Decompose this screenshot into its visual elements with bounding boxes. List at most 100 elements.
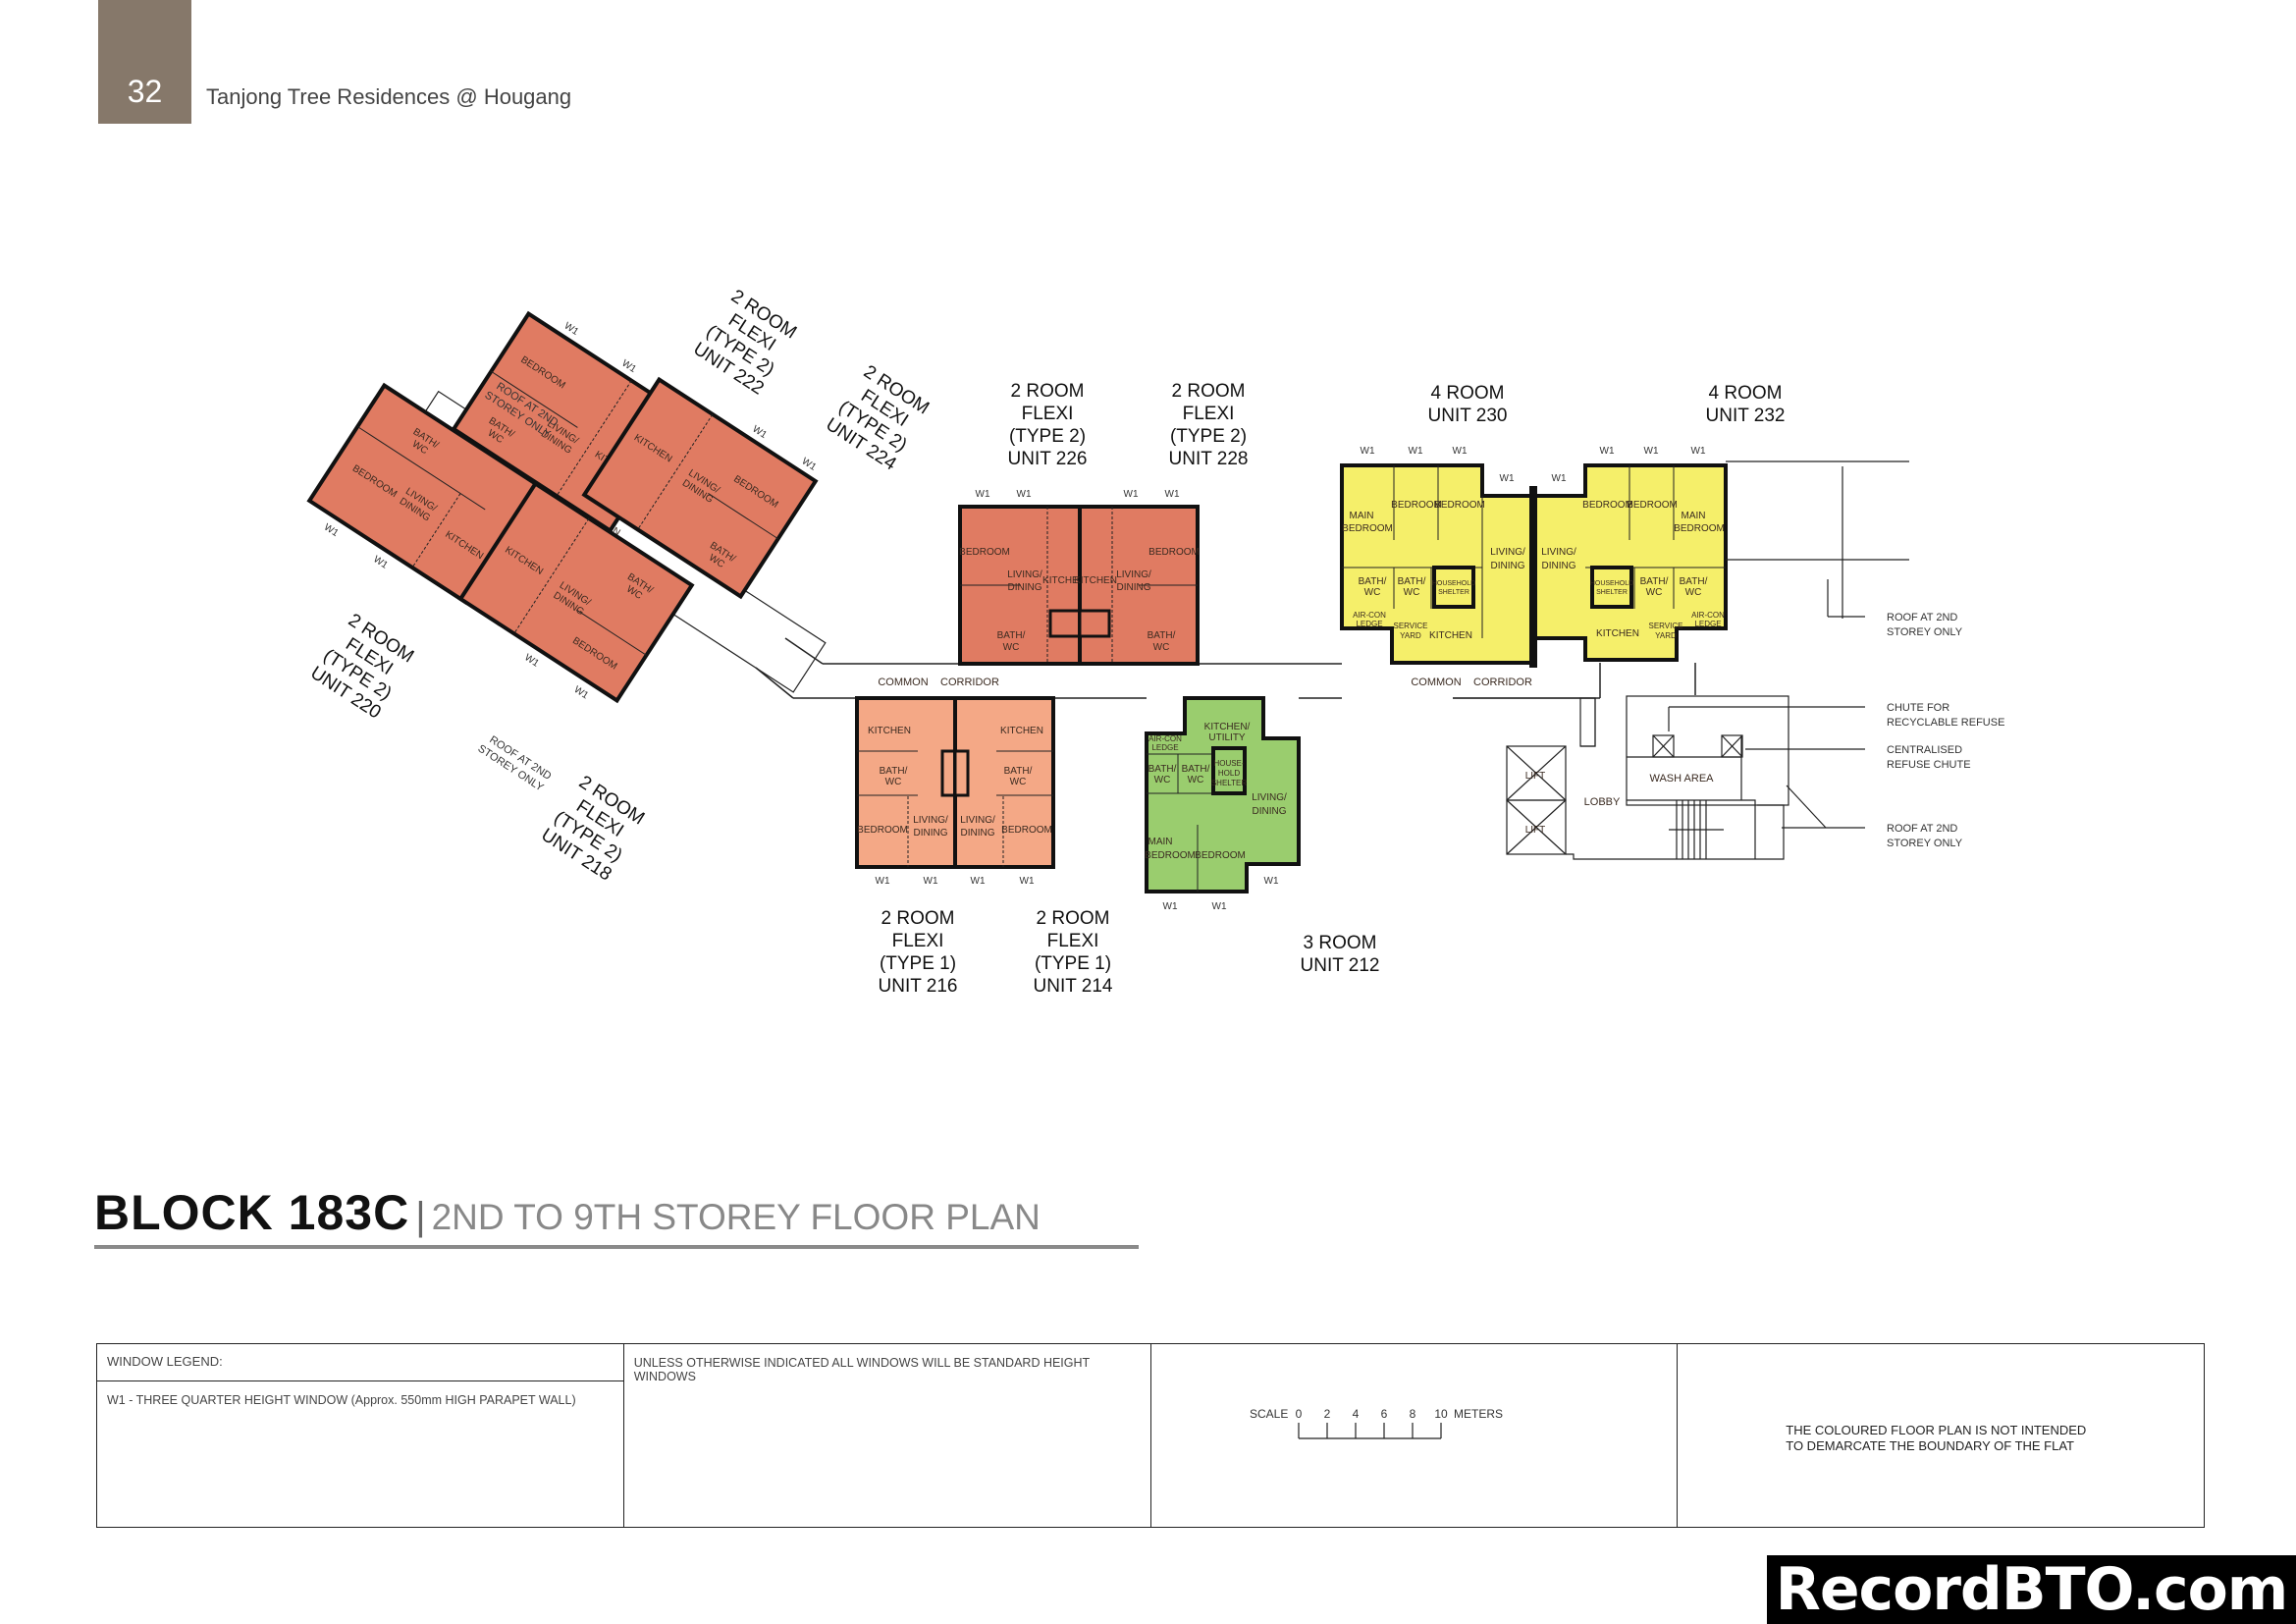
room-label: KITCHEN bbox=[1042, 575, 1086, 586]
room-label: BATH/ bbox=[1640, 576, 1669, 587]
room-label: SHELTER bbox=[1596, 589, 1628, 596]
unit-232[interactable]: LIVING/ DINING BEDROOM BEDROOM MAIN BEDR… bbox=[1529, 446, 1728, 668]
scale-tick: 10 bbox=[1434, 1407, 1448, 1421]
room-label: AIR-CON bbox=[1353, 611, 1386, 620]
w1-description: W1 - THREE QUARTER HEIGHT WINDOW (Approx… bbox=[107, 1393, 576, 1407]
svg-text:RECYCLABLE REFUSE: RECYCLABLE REFUSE bbox=[1887, 717, 2004, 729]
disclaimer-line: THE COLOURED FLOOR PLAN IS NOT INTENDED bbox=[1786, 1423, 2087, 1437]
wash-area-label: WASH AREA bbox=[1650, 773, 1715, 785]
room-label: DINING bbox=[1117, 582, 1151, 593]
window-label: W1 bbox=[1264, 876, 1279, 887]
room-label: BATH/ bbox=[1148, 630, 1176, 641]
window-label: W1 bbox=[1124, 489, 1139, 500]
room-label: BATH/ bbox=[1359, 576, 1387, 587]
room-label: AIR-CON bbox=[1148, 734, 1182, 743]
lift-label: LIFT bbox=[1525, 771, 1546, 782]
svg-text:CENTRALISED: CENTRALISED bbox=[1887, 744, 1962, 756]
recyclable-chute-note: CHUTE FOR RECYCLABLE REFUSE bbox=[1887, 702, 2004, 729]
svg-text:STOREY ONLY: STOREY ONLY bbox=[1887, 838, 1963, 849]
document-title: Tanjong Tree Residences @ Hougang bbox=[206, 84, 572, 109]
svg-text:(TYPE 1): (TYPE 1) bbox=[1035, 953, 1111, 974]
unit-220[interactable]: BEDROOM LIVING/ DINING KITCHEN BATH/ WC … bbox=[299, 382, 544, 619]
room-label: BEDROOM bbox=[1342, 523, 1393, 534]
unit-228[interactable]: BEDROOM LIVING/ DINING KITCHEN BATH/ WC … bbox=[1074, 489, 1200, 666]
window-label: W1 bbox=[1017, 489, 1032, 500]
room-label: BATH/ bbox=[880, 766, 908, 777]
unit-226[interactable]: BEDROOM LIVING/ DINING KITCHEN BATH/ WC … bbox=[958, 489, 1086, 666]
svg-text:UNIT 230: UNIT 230 bbox=[1428, 406, 1508, 426]
page-number: 32 bbox=[127, 74, 163, 109]
window-label: W1 bbox=[976, 489, 990, 500]
room-label: SERVICE bbox=[1649, 622, 1683, 630]
window-label: W1 bbox=[1409, 446, 1423, 457]
room-label: HOUSEHOLD bbox=[1432, 580, 1475, 587]
scale-bar: SCALE 0 2 4 6 8 10 METERS bbox=[1250, 1407, 1503, 1439]
room-label: LIVING/ bbox=[913, 815, 948, 826]
room-label: WC bbox=[1646, 587, 1663, 598]
room-label: BATH/ bbox=[1148, 764, 1177, 775]
room-label: KITCHEN bbox=[1000, 726, 1043, 736]
heading-separator: | bbox=[415, 1195, 426, 1238]
common-corridor bbox=[793, 663, 1696, 699]
watermark: RecordBTO.com bbox=[1767, 1555, 2296, 1624]
room-label: MAIN bbox=[1682, 511, 1706, 521]
heading-underline bbox=[94, 1245, 1139, 1249]
corridor-label-corridor: CORRIDOR bbox=[940, 677, 999, 688]
svg-text:4 ROOM: 4 ROOM bbox=[1709, 383, 1783, 404]
scale-tick: 8 bbox=[1409, 1407, 1415, 1421]
room-label: DINING bbox=[1542, 561, 1576, 571]
window-label: W1 bbox=[1212, 901, 1227, 912]
room-label: HOLD bbox=[1218, 769, 1240, 778]
room-label: BATH/ bbox=[997, 630, 1026, 641]
svg-text:UNIT 228: UNIT 228 bbox=[1169, 449, 1249, 469]
room-label: DINING bbox=[1008, 582, 1042, 593]
svg-text:UNIT 214: UNIT 214 bbox=[1034, 976, 1113, 997]
room-label: MAIN bbox=[1148, 837, 1173, 847]
page-heading: BLOCK 183C|2ND TO 9TH STOREY FLOOR PLAN bbox=[94, 1184, 1041, 1241]
room-label: DINING bbox=[1253, 806, 1287, 817]
window-label: W1 bbox=[1453, 446, 1468, 457]
unit-214[interactable]: KITCHEN BATH/ WC LIVING/ DINING BEDROOM … bbox=[953, 696, 1055, 887]
unit-224[interactable]: BEDROOM LIVING/ DINING KITCHEN BATH/ WC … bbox=[581, 366, 824, 600]
svg-text:CHUTE FOR: CHUTE FOR bbox=[1887, 702, 1949, 714]
svg-text:UNIT 232: UNIT 232 bbox=[1706, 406, 1786, 426]
scale-tick: 6 bbox=[1380, 1407, 1387, 1421]
room-label: LEDGE bbox=[1694, 620, 1721, 628]
svg-text:FLEXI: FLEXI bbox=[892, 931, 944, 951]
room-label: DINING bbox=[1491, 561, 1525, 571]
svg-text:2 ROOM: 2 ROOM bbox=[1011, 381, 1085, 402]
room-label: BATH/ bbox=[1004, 766, 1033, 777]
svg-text:FLEXI: FLEXI bbox=[1047, 931, 1099, 951]
svg-text:2 ROOM: 2 ROOM bbox=[881, 908, 955, 929]
window-note-cell: UNLESS OTHERWISE INDICATED ALL WINDOWS W… bbox=[624, 1344, 1151, 1527]
svg-text:ROOF AT 2ND: ROOF AT 2ND bbox=[1887, 612, 1957, 623]
room-label: BEDROOM bbox=[1627, 500, 1678, 511]
room-label: WC bbox=[1003, 642, 1020, 653]
room-label: BEDROOM bbox=[1674, 523, 1725, 534]
room-label: BEDROOM bbox=[1148, 547, 1200, 558]
room-label: KITCHEN bbox=[1074, 575, 1117, 586]
room-label: LIVING/ bbox=[960, 815, 995, 826]
room-label: LIVING/ bbox=[1007, 569, 1042, 580]
window-label: W1 bbox=[1165, 489, 1180, 500]
unit-216[interactable]: KITCHEN BATH/ WC BEDROOM LIVING/ DINING … bbox=[855, 696, 957, 887]
room-label: BEDROOM bbox=[1195, 850, 1246, 861]
room-label: KITCHEN bbox=[1429, 630, 1472, 641]
unit-230[interactable]: MAIN BEDROOM BEDROOM BEDROOM BATH/ WC BA… bbox=[1340, 446, 1535, 665]
room-label: YARD bbox=[1655, 631, 1677, 640]
corridor-label-common: COMMON bbox=[1411, 677, 1461, 688]
room-label: WC bbox=[1685, 587, 1702, 598]
legend-table: WINDOW LEGEND: W1 - THREE QUARTER HEIGHT… bbox=[96, 1343, 2205, 1528]
room-label: WC bbox=[1188, 775, 1204, 785]
disclaimer-cell: THE COLOURED FLOOR PLAN IS NOT INTENDED … bbox=[1678, 1344, 2204, 1527]
scale-label: SCALE bbox=[1250, 1407, 1288, 1421]
svg-text:3 ROOM: 3 ROOM bbox=[1304, 933, 1377, 953]
svg-text:UNIT 212: UNIT 212 bbox=[1301, 955, 1380, 976]
unit-212[interactable]: KITCHEN/ UTILITY AIR-CON LEDGE BATH/ WC … bbox=[1145, 696, 1301, 912]
